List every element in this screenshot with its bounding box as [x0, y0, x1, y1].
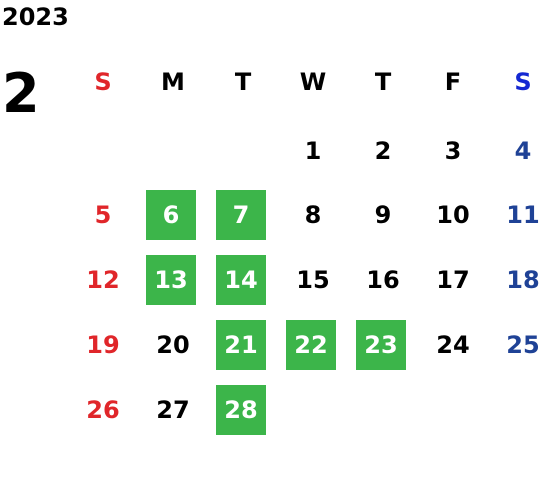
year-label: 2023 [2, 3, 69, 31]
weekday-fri: F [444, 68, 462, 96]
day-cell[interactable]: 9 [374, 201, 392, 229]
day-cell-saturday[interactable]: 11 [506, 201, 540, 229]
day-cell[interactable]: 2 [374, 137, 392, 165]
day-cell[interactable]: 1 [304, 137, 322, 165]
day-cell[interactable]: 20 [156, 331, 190, 359]
weekday-wed: W [299, 68, 327, 96]
day-cell-highlighted[interactable]: 28 [216, 385, 266, 435]
day-cell[interactable]: 8 [304, 201, 322, 229]
day-cell-highlighted[interactable]: 21 [216, 320, 266, 370]
weekday-sun: S [94, 68, 112, 96]
weekday-sat: S [514, 68, 532, 96]
day-cell[interactable]: 3 [444, 137, 462, 165]
day-cell-sunday[interactable]: 19 [86, 331, 120, 359]
day-cell[interactable]: 27 [156, 396, 190, 424]
day-cell-sunday[interactable]: 26 [86, 396, 120, 424]
weekday-tue: T [234, 68, 252, 96]
day-cell-highlighted[interactable]: 14 [216, 255, 266, 305]
weekday-thu: T [374, 68, 392, 96]
day-cell[interactable]: 17 [436, 266, 470, 294]
day-cell-sunday[interactable]: 12 [86, 266, 120, 294]
day-cell-highlighted[interactable]: 23 [356, 320, 406, 370]
weekday-mon: M [161, 68, 185, 96]
day-cell[interactable]: 15 [296, 266, 330, 294]
day-cell-highlighted[interactable]: 7 [216, 190, 266, 240]
day-cell-saturday[interactable]: 18 [506, 266, 540, 294]
day-cell[interactable]: 24 [436, 331, 470, 359]
day-cell-sunday[interactable]: 5 [94, 201, 112, 229]
day-cell[interactable]: 16 [366, 266, 400, 294]
day-cell-highlighted[interactable]: 6 [146, 190, 196, 240]
day-cell-highlighted[interactable]: 22 [286, 320, 336, 370]
day-cell-saturday[interactable]: 4 [514, 137, 532, 165]
day-cell[interactable]: 10 [436, 201, 470, 229]
month-label: 2 [2, 62, 40, 125]
day-cell-saturday[interactable]: 25 [506, 331, 540, 359]
day-cell-highlighted[interactable]: 13 [146, 255, 196, 305]
